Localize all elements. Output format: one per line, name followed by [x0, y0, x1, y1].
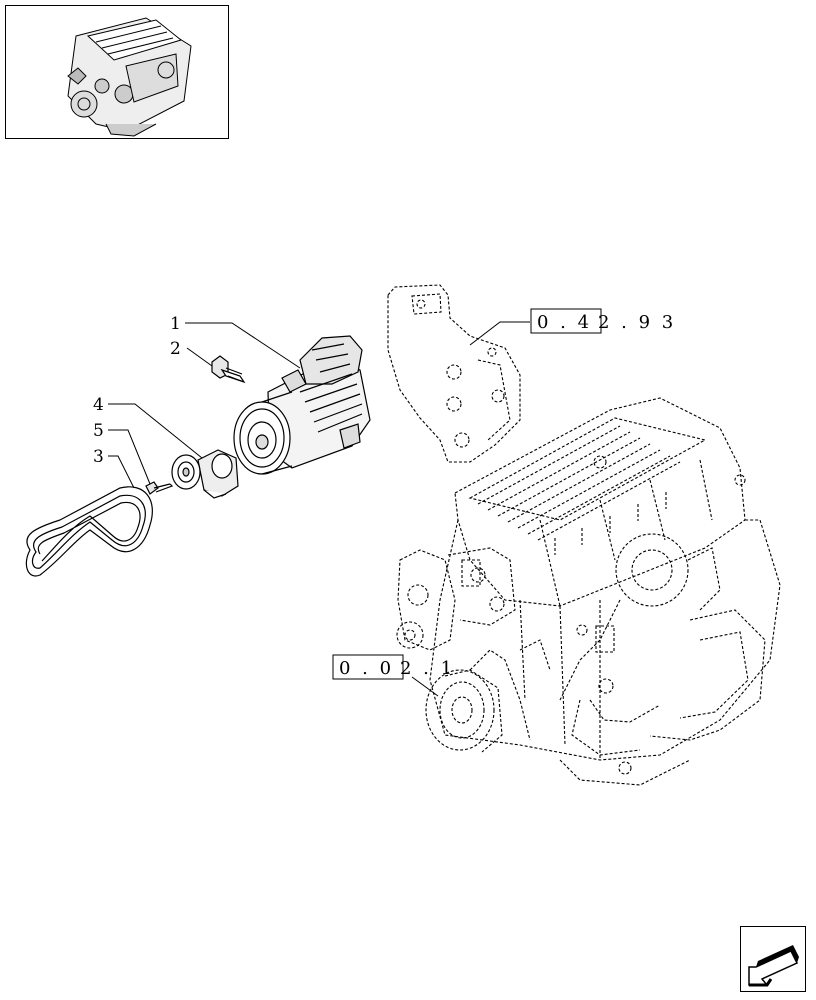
reference-0-42-93[interactable]: 0 . 4 2 . 9 3	[530, 308, 676, 334]
next-page-button[interactable]	[740, 926, 806, 992]
callout-4: 4	[93, 395, 104, 415]
callout-2: 2	[170, 339, 181, 359]
bolt	[211, 355, 246, 384]
engine-thumbnail-icon	[67, 17, 192, 137]
engine-assembly-outline	[387, 284, 781, 786]
reference-0-42-93-boxed: 0 . 4	[537, 312, 592, 333]
tensioner-bolt	[145, 481, 174, 495]
callout-1: 1	[170, 314, 181, 334]
reference-0-02-1-rest: 2 . 1	[400, 658, 455, 679]
poly-v-belt	[25, 486, 153, 577]
leader-lines	[108, 321, 530, 697]
reference-0-02-1-boxed: 0 . 0	[339, 658, 394, 679]
engine-thumbnail	[5, 5, 229, 139]
callout-3: 3	[93, 447, 104, 467]
callout-5: 5	[93, 421, 104, 441]
ac-compressor	[233, 335, 371, 475]
reference-0-02-1[interactable]: 0 . 0 2 . 1	[332, 654, 455, 680]
reference-0-42-93-rest: 2 . 9 3	[598, 312, 676, 333]
belt-tensioner	[171, 449, 239, 499]
next-page-arrow-icon	[748, 945, 799, 987]
